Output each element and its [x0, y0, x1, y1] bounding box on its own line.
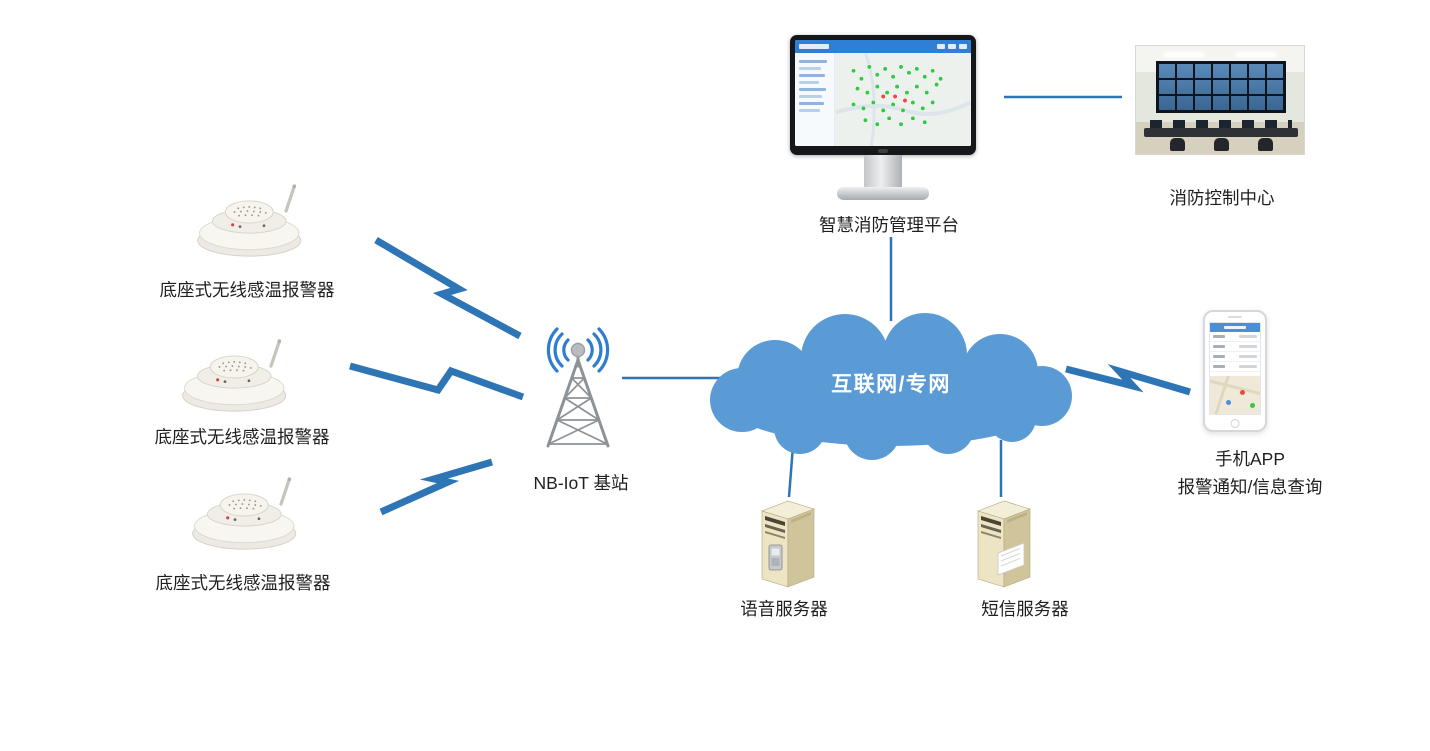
chair — [1170, 138, 1185, 151]
cloud-label: 互联网/专网 — [831, 373, 951, 396]
platform-monitor-icon — [790, 35, 976, 203]
control-room-image — [1135, 45, 1305, 155]
ceiling-light — [1236, 52, 1276, 57]
phone-screen — [1209, 322, 1261, 415]
voice-server-label: 语音服务器 — [740, 599, 828, 619]
lightning-bolts — [349, 236, 1191, 516]
radio-waves-icon — [546, 327, 610, 373]
chair — [1214, 138, 1229, 151]
message-paper-icon — [997, 542, 1025, 576]
lightning-bolt-sensor2 — [349, 362, 525, 401]
phone-app-header — [1210, 323, 1260, 332]
sensor-icon-2 — [181, 338, 288, 413]
map-markers — [835, 52, 971, 146]
monitor-stand-neck — [864, 155, 902, 189]
sensor-label-3: 底座式无线感温报警器 — [155, 573, 331, 593]
video-wall — [1156, 61, 1286, 113]
phone-app-label-line1: 手机APP — [1214, 449, 1286, 469]
lightning-bolt-sensor3 — [379, 458, 493, 516]
ceiling-light — [1164, 52, 1204, 57]
phone-map — [1210, 376, 1260, 414]
cloud-shape — [710, 313, 1072, 460]
monitor-stand-base — [837, 187, 929, 200]
lightning-bolt-sensor1 — [374, 236, 522, 340]
desk-monitors — [1150, 120, 1292, 128]
chair — [1258, 138, 1273, 151]
phone-speaker — [1228, 316, 1242, 318]
monitor-map — [835, 52, 971, 146]
lightning-bolt-phone — [1065, 364, 1191, 396]
phone-app-label-line2: 报警通知/信息查询 — [1177, 477, 1323, 497]
smartphone-icon — [1203, 310, 1267, 432]
sensor-icon-1 — [196, 183, 303, 258]
handset-icon — [768, 544, 783, 571]
phone-home-button — [1230, 418, 1240, 428]
monitor-app-sidebar — [795, 53, 835, 146]
sms-server-icon — [977, 500, 1031, 588]
monitor-logo — [878, 149, 888, 153]
control-desk — [1144, 128, 1298, 137]
radio-tower-icon — [546, 342, 610, 448]
base-station-label: NB-IoT 基站 — [533, 473, 629, 493]
sensor-label-1: 底座式无线感温报警器 — [159, 280, 335, 300]
control-center-label: 消防控制中心 — [1169, 188, 1275, 208]
monitor-screen — [795, 40, 971, 146]
voice-server-icon — [761, 500, 815, 588]
sensor-icon-3 — [191, 476, 298, 551]
sensor-label-2: 底座式无线感温报警器 — [154, 427, 330, 447]
platform-label: 智慧消防管理平台 — [819, 215, 959, 235]
sms-server-label: 短信服务器 — [981, 599, 1069, 619]
monitor-app-header — [795, 40, 971, 53]
